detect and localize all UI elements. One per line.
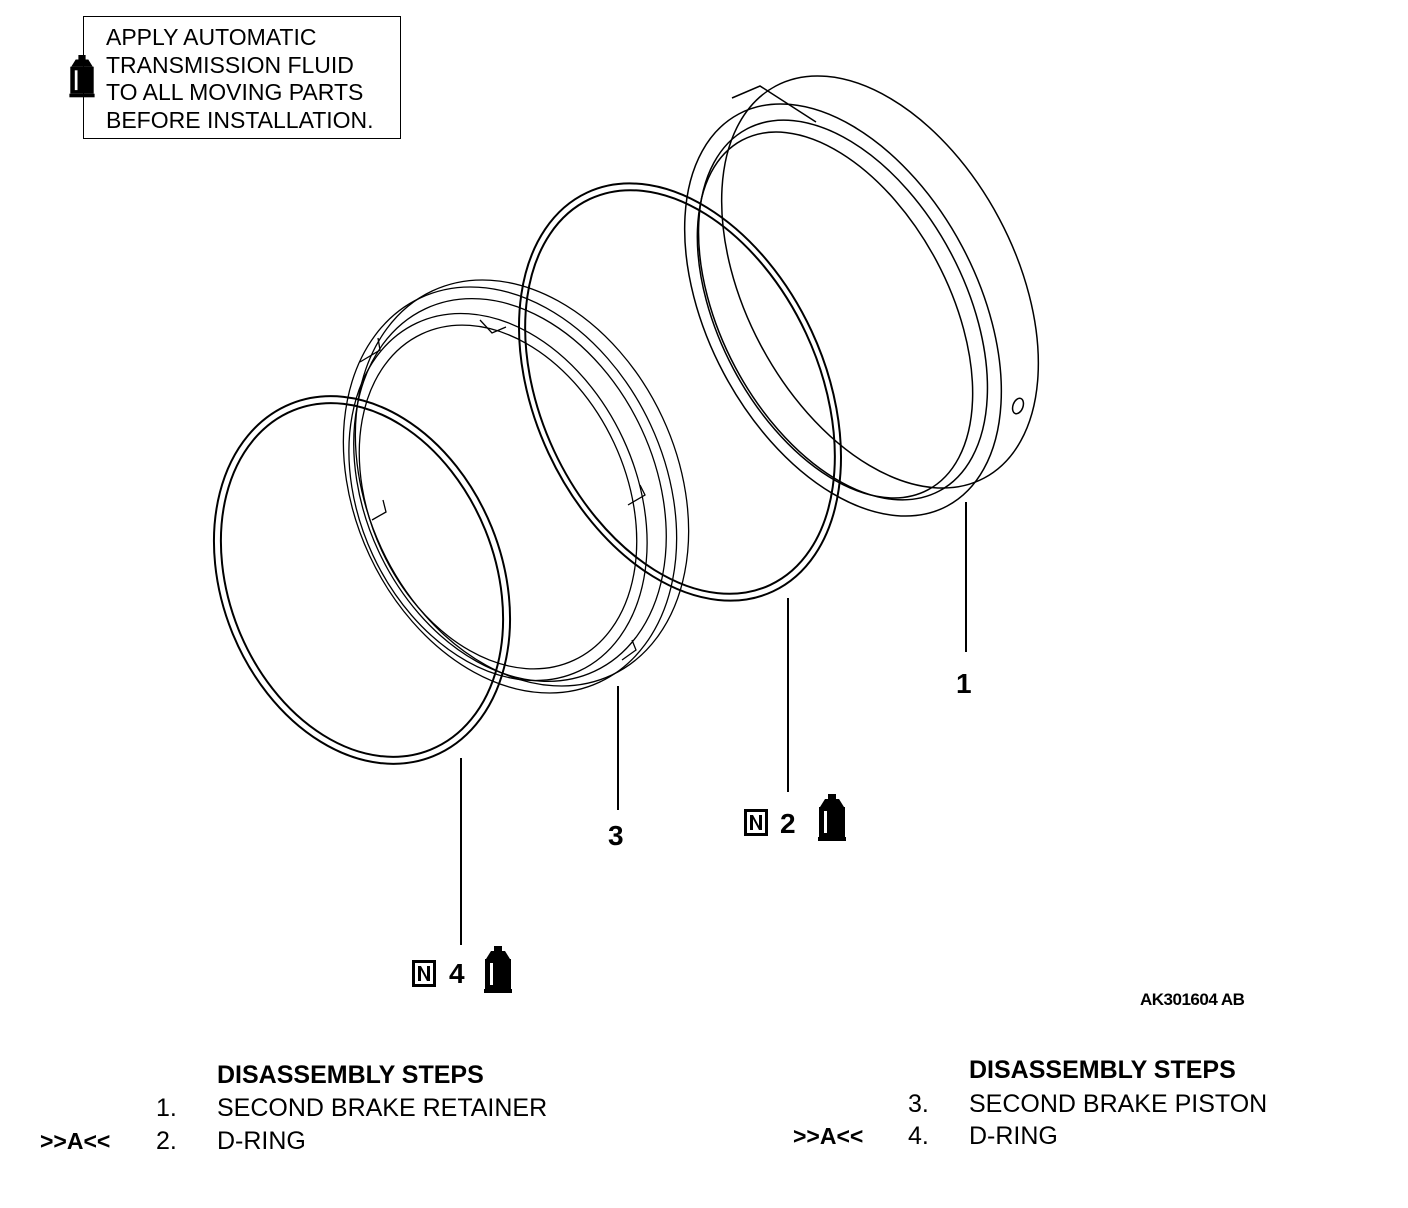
- new-part-n-icon: [412, 960, 436, 987]
- step-label: SECOND BRAKE PISTON: [969, 1090, 1268, 1118]
- d-ring-4: [212, 395, 512, 765]
- step-number: 4.: [908, 1122, 929, 1150]
- new-part-n-icon: [744, 809, 768, 836]
- step-number: 3.: [908, 1090, 929, 1118]
- figure-id: AK301604 AB: [1140, 990, 1245, 1009]
- d-ring-2: [518, 182, 842, 602]
- second-brake-retainer: [683, 75, 1040, 517]
- step-ref: >>A<<: [793, 1123, 864, 1149]
- atf-bottle-icon: [484, 946, 512, 993]
- step-label: D-RING: [969, 1122, 1058, 1150]
- steps-left-title: DISASSEMBLY STEPS: [217, 1061, 484, 1089]
- leader-lines: [460, 502, 967, 945]
- callout-3: 3: [608, 820, 624, 851]
- step-label: D-RING: [217, 1127, 306, 1155]
- atf-bottle-icon: [818, 794, 846, 841]
- step-number: 2.: [156, 1127, 177, 1155]
- callout-1: 1: [956, 668, 972, 699]
- step-number: 1.: [156, 1094, 177, 1122]
- note-text: APPLY AUTOMATIC TRANSMISSION FLUID TO AL…: [106, 24, 374, 133]
- note-box: [83, 16, 401, 139]
- callout-4: 4: [449, 958, 465, 989]
- callout-2: 2: [780, 808, 796, 839]
- second-brake-piston: [342, 279, 690, 694]
- step-ref: >>A<<: [40, 1128, 111, 1154]
- step-label: SECOND BRAKE RETAINER: [217, 1094, 548, 1122]
- steps-right-title: DISASSEMBLY STEPS: [969, 1056, 1236, 1084]
